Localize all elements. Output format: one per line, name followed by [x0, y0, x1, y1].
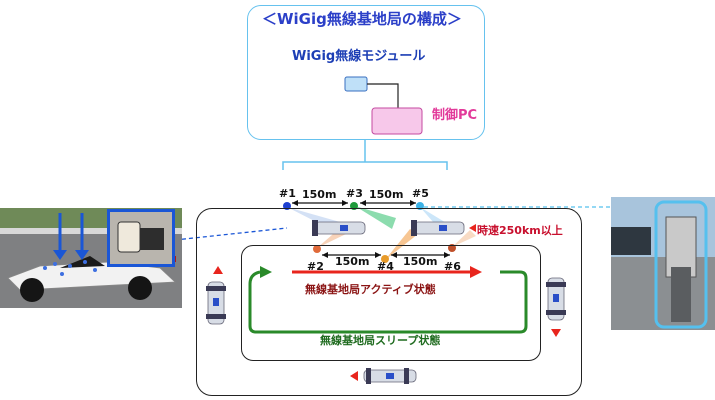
sleep-loop-arrow: [248, 270, 528, 334]
distance-label-bottom-2: 150m: [403, 255, 438, 268]
arrowhead: [360, 200, 366, 206]
race-car-right: [546, 277, 566, 337]
arrowhead: [444, 252, 450, 258]
station-label-6: #6: [444, 260, 461, 273]
track-inner: [241, 245, 541, 361]
distance-label-top-1: 150m: [302, 188, 337, 201]
config-panel: [247, 5, 485, 140]
speed-label: 時速250km以上: [477, 224, 563, 237]
control-pc-box: [371, 107, 423, 135]
arrowhead: [342, 200, 348, 206]
race-car-bottom: [350, 368, 417, 384]
race-car-left: [206, 266, 226, 325]
pc-label: 制御PC: [432, 108, 478, 123]
speed-arrow-icon: [469, 224, 476, 232]
arrowhead: [260, 266, 272, 278]
beam-4: [385, 229, 418, 260]
roadside-station-photo: [611, 197, 715, 330]
zoomed-module-art: [117, 221, 164, 253]
zoom-connector-left: [174, 227, 288, 241]
arrowhead: [292, 200, 298, 206]
module-label: WiGig無線モジュール: [292, 49, 426, 64]
station-label-1: #1: [279, 187, 296, 200]
arrowhead: [470, 266, 482, 278]
station-label-4: #4: [377, 260, 394, 273]
race-car: [312, 220, 366, 236]
module-pc-link: [367, 83, 399, 108]
roadside-station-art: [611, 197, 715, 330]
track-outer: [196, 208, 582, 396]
station-dot-4: [381, 255, 389, 263]
arrowhead: [391, 252, 397, 258]
station-dot-2: [313, 245, 321, 253]
arrowhead: [322, 252, 328, 258]
arrowhead: [410, 200, 416, 206]
wireless-module-box: [344, 76, 368, 92]
race-car: [411, 220, 465, 236]
station-label-5: #5: [412, 187, 429, 200]
distance-label-top-2: 150m: [369, 188, 404, 201]
config-title: ＜WiGig無線基地局の構成＞: [262, 10, 462, 28]
station-label-3: #3: [346, 187, 363, 200]
arrowhead: [375, 252, 381, 258]
zoomed-module-inset: [107, 209, 175, 267]
station-dot-6: [448, 244, 456, 252]
distance-label-bottom-1: 150m: [335, 255, 370, 268]
sleep-state-label: 無線基地局スリープ状態: [320, 334, 441, 347]
config-bracket: [282, 161, 448, 170]
station-label-2: #2: [307, 260, 324, 273]
beam-6: [452, 230, 476, 247]
beam-3: [355, 206, 396, 229]
active-state-label: 無線基地局アクティブ状態: [305, 283, 436, 296]
